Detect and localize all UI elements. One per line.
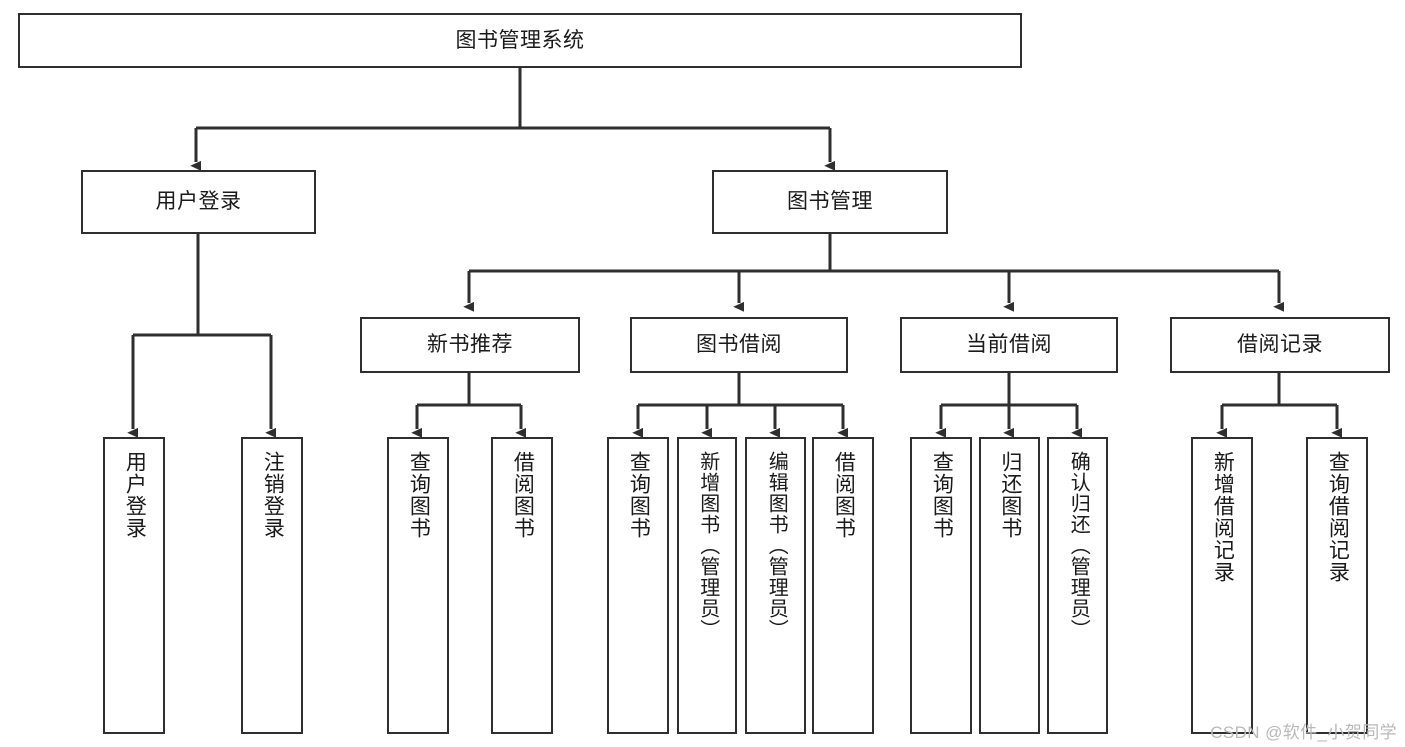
node-label: 当前借阅: [966, 333, 1052, 357]
node-label: 注销登录: [261, 451, 285, 539]
leaf-current-borrow-return-book[interactable]: 归还图书: [979, 437, 1040, 734]
leaf-book-borrow-add-book-admin[interactable]: 新增图书（管理员）: [677, 437, 737, 734]
leaf-book-borrow-borrow-book[interactable]: 借阅图书: [812, 437, 874, 734]
node-label: 用户登录: [123, 451, 147, 539]
node-label: 编辑图书（管理员）: [765, 451, 788, 640]
leaf-borrow-record-query-record[interactable]: 查询借阅记录: [1306, 437, 1368, 734]
node-label: 图书借阅: [696, 333, 782, 357]
node-label: 图书管理: [787, 190, 873, 214]
node-label: 查询图书: [930, 451, 954, 539]
node-label: 归还图书: [998, 451, 1022, 539]
node-root-book-management-system[interactable]: 图书管理系统: [18, 13, 1022, 68]
node-label: 查询借阅记录: [1326, 451, 1350, 583]
node-label: 确认归还（管理员）: [1067, 451, 1090, 640]
leaf-borrow-record-add-record[interactable]: 新增借阅记录: [1191, 437, 1253, 734]
node-new-book-recommend[interactable]: 新书推荐: [360, 317, 580, 373]
node-book-borrow[interactable]: 图书借阅: [630, 317, 848, 373]
leaf-user-login-logout[interactable]: 注销登录: [241, 437, 303, 734]
leaf-user-login-login[interactable]: 用户登录: [103, 437, 165, 734]
leaf-book-borrow-edit-book-admin[interactable]: 编辑图书（管理员）: [745, 437, 806, 734]
node-book-management[interactable]: 图书管理: [712, 170, 948, 234]
csdn-watermark: CSDN @软件_小贺同学: [1210, 723, 1397, 742]
node-label: 查询图书: [407, 451, 431, 539]
node-label: 新增图书（管理员）: [696, 451, 719, 640]
node-label: 用户登录: [155, 190, 242, 214]
node-label: 借阅图书: [832, 451, 856, 539]
node-label: 新增借阅记录: [1211, 451, 1235, 583]
node-label: 借阅记录: [1237, 333, 1323, 357]
node-label: 图书管理系统: [455, 28, 585, 52]
leaf-current-borrow-query-book[interactable]: 查询图书: [910, 437, 972, 734]
node-label: 借阅图书: [511, 451, 535, 539]
leaf-new-book-borrow-book[interactable]: 借阅图书: [491, 437, 553, 734]
node-current-borrow[interactable]: 当前借阅: [900, 317, 1118, 373]
node-user-login[interactable]: 用户登录: [81, 170, 316, 234]
node-borrow-record[interactable]: 借阅记录: [1170, 317, 1390, 373]
node-label: 新书推荐: [427, 333, 513, 357]
leaf-current-borrow-confirm-return-admin[interactable]: 确认归还（管理员）: [1047, 437, 1108, 734]
node-label: 查询图书: [627, 451, 651, 539]
leaf-new-book-query-book[interactable]: 查询图书: [387, 437, 449, 734]
leaf-book-borrow-query-book[interactable]: 查询图书: [607, 437, 669, 734]
